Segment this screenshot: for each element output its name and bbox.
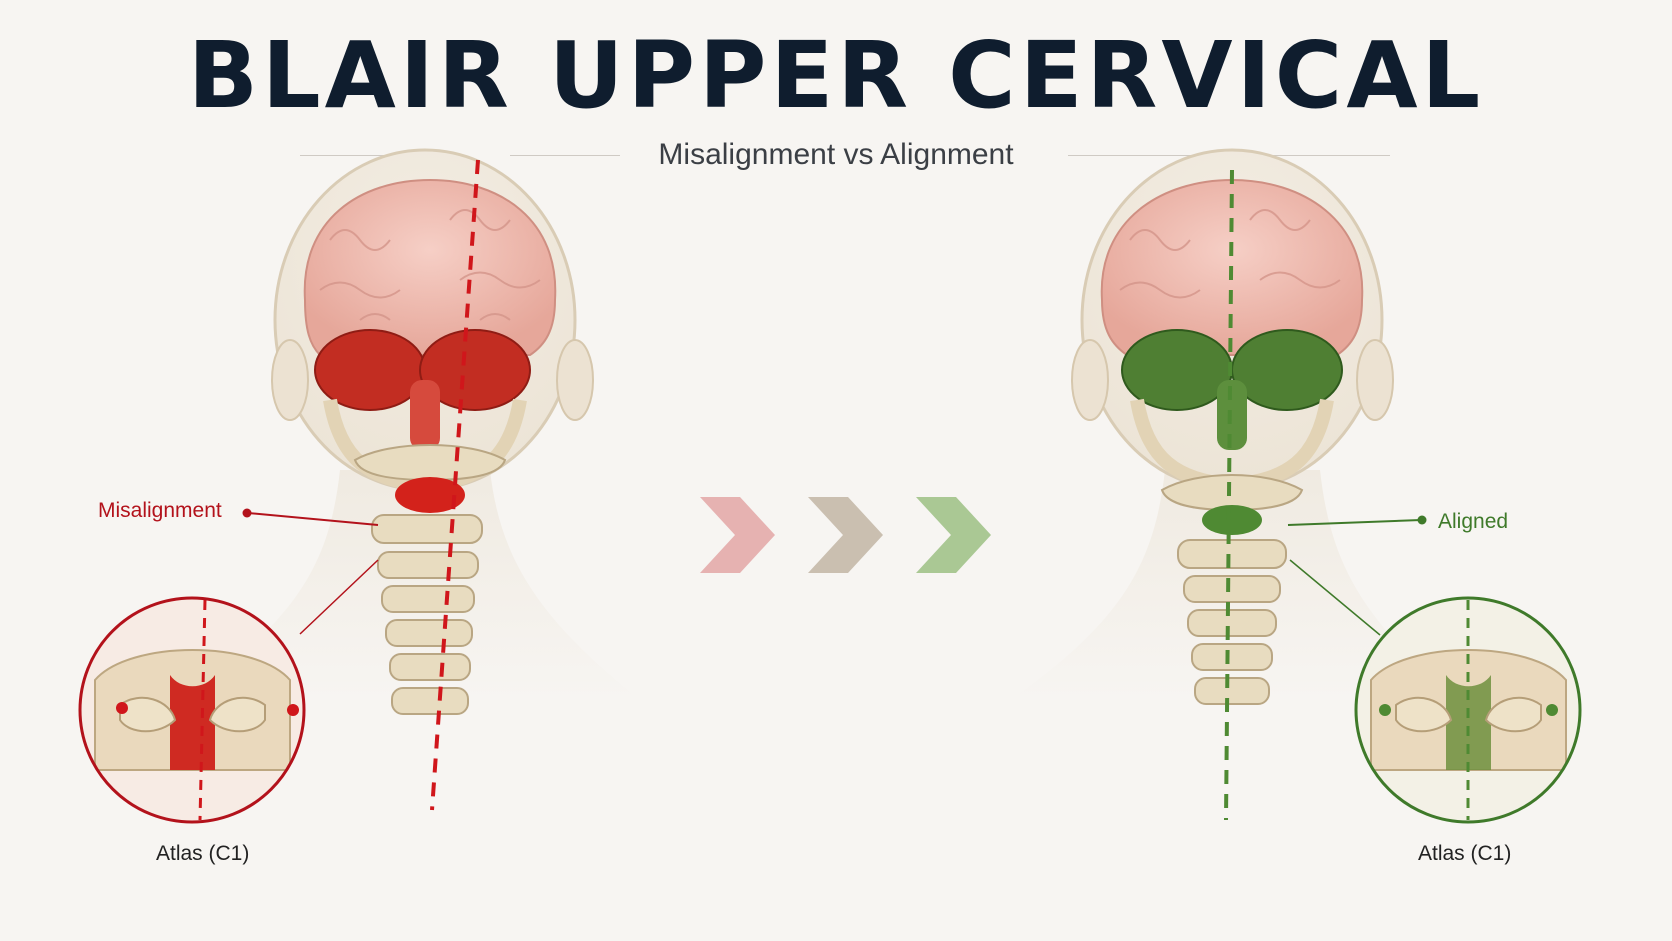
left-inset-label: Atlas (C1) [156, 842, 250, 865]
misalignment-callout: Misalignment [98, 499, 222, 522]
left-midline [430, 159, 480, 811]
right-vertebrae [1177, 539, 1287, 705]
left-cerebellum-right [419, 329, 531, 411]
page-title: BLAIR UPPER CERVICAL [187, 22, 1485, 129]
left-ear-right [556, 339, 594, 421]
arrow-1 [700, 497, 775, 573]
left-cerebellum-left [314, 329, 426, 411]
right-figure [1010, 148, 1582, 824]
subtitle-rule-right-2 [1250, 155, 1390, 156]
right-inset [1356, 598, 1580, 822]
left-callout-dot [242, 508, 252, 518]
right-inset-label: Atlas (C1) [1418, 842, 1512, 865]
right-inset-ring [1354, 596, 1582, 824]
left-callout-line [247, 512, 379, 526]
left-inset-connector [299, 559, 379, 635]
subtitle-rule-left-1 [300, 155, 450, 156]
subtitle-rule-left-2 [510, 155, 620, 156]
left-inset-ring [78, 596, 306, 824]
right-atlas-canal [1202, 505, 1262, 535]
right-callout-line [1287, 519, 1422, 526]
right-cerebellum-right [1231, 329, 1343, 411]
arrow-2 [808, 497, 883, 573]
left-figure [78, 148, 640, 824]
right-cerebellum-left [1121, 329, 1233, 411]
right-brainstem [1217, 380, 1247, 450]
subtitle-rule-right-1 [1068, 155, 1218, 156]
right-inset-connector [1289, 559, 1381, 636]
right-atlas [1160, 474, 1304, 512]
left-atlas [353, 444, 507, 482]
arrow-3 [916, 497, 991, 573]
aligned-callout: Aligned [1438, 510, 1509, 533]
right-ear-left [1071, 339, 1109, 421]
left-inset [80, 598, 304, 822]
right-ear-right [1356, 339, 1394, 421]
left-ear-left [271, 339, 309, 421]
right-midline [1224, 169, 1234, 821]
transition-arrows [700, 497, 991, 573]
left-atlas-canal [395, 477, 465, 513]
right-callout-dot [1417, 515, 1427, 525]
page-subtitle: Misalignment vs Alignment [658, 138, 1014, 171]
left-vertebrae [371, 514, 483, 715]
left-brainstem [410, 380, 440, 450]
subtitle-row: Misalignment vs Alignment [0, 134, 1672, 174]
